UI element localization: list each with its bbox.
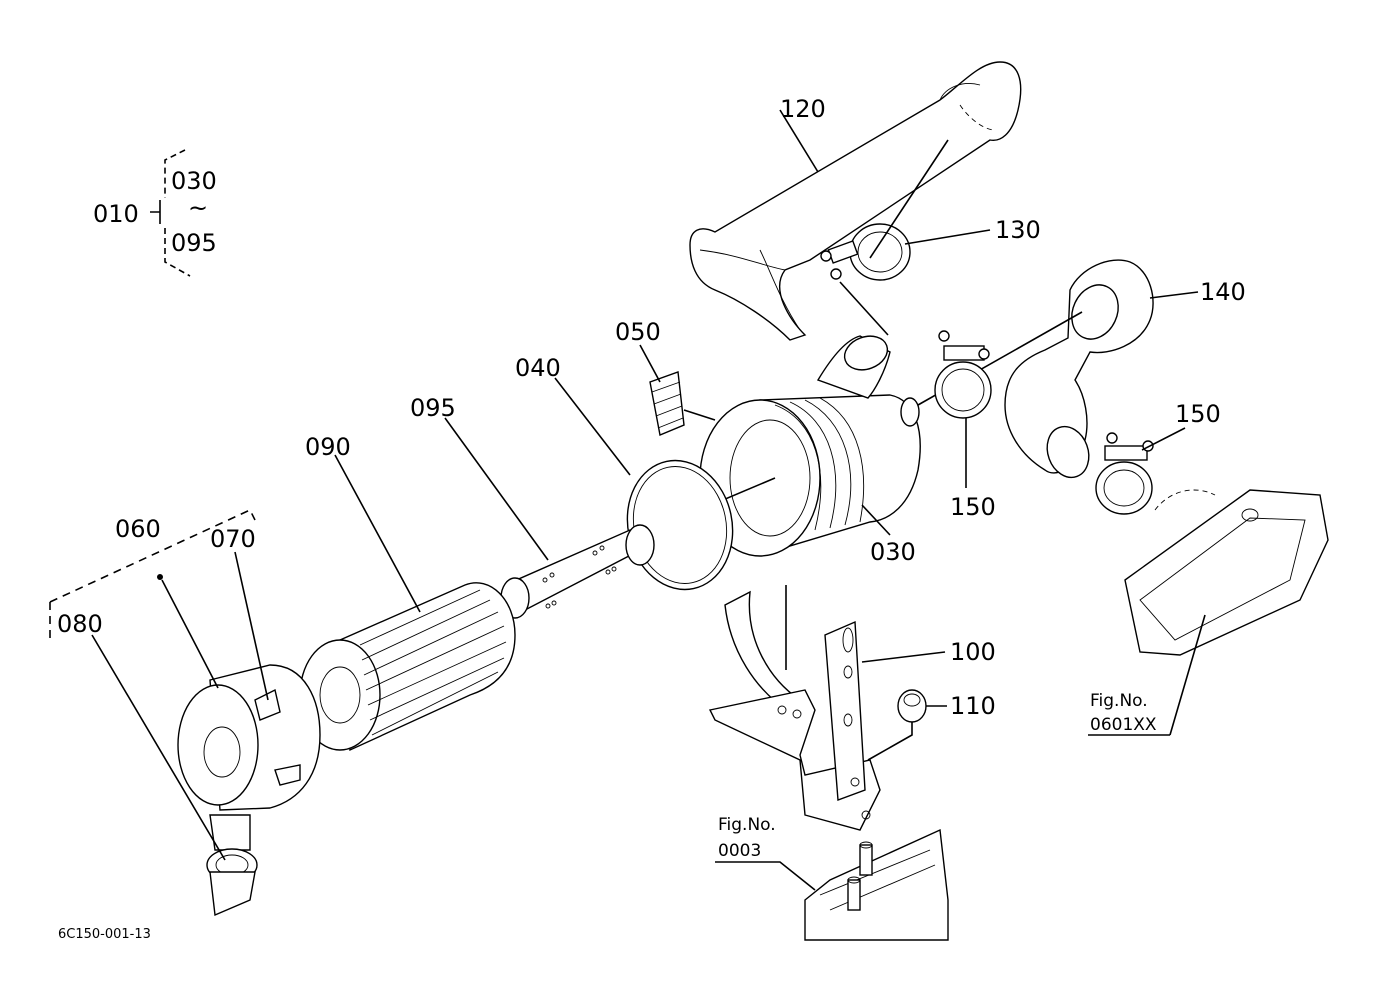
label-150-lower: 150 [950, 493, 996, 521]
safety-element-095 [500, 524, 655, 619]
leader-110-axis [867, 722, 913, 761]
hose-clamp-150-upper [934, 330, 992, 419]
hose-clamp-150-right [1095, 432, 1154, 515]
label-095: 095 [410, 394, 456, 422]
leader-130-axis-top [869, 139, 949, 259]
leader-070 [234, 551, 269, 701]
drawing-code: 6C150-001-13 [58, 927, 151, 942]
leader-090 [334, 454, 421, 613]
label-080: 080 [57, 610, 103, 638]
leader-130 [904, 229, 991, 245]
label-140: 140 [1200, 278, 1246, 306]
leader-095 [444, 417, 549, 561]
label-070: 070 [210, 525, 256, 553]
leader-150-right [1141, 427, 1186, 451]
label-120: 120 [780, 95, 826, 123]
leader-130-axis [839, 281, 889, 336]
assembly-bracket-010 [150, 149, 191, 277]
leader-140 [1149, 291, 1199, 299]
label-130: 130 [995, 216, 1041, 244]
leader-100 [861, 651, 946, 663]
group-line-060 [49, 508, 256, 603]
dust-cover-060 [177, 664, 321, 851]
label-040: 040 [515, 354, 561, 382]
engine-block-0003 [804, 828, 949, 941]
hose-clamp-130 [820, 223, 911, 281]
leader-fig-0601xx [1169, 614, 1206, 736]
leader-030 [861, 504, 891, 536]
leader-fig-0003 [715, 861, 816, 891]
label-100: 100 [950, 638, 996, 666]
air-cleaner-body-030 [699, 335, 921, 557]
filter-element-090 [299, 582, 516, 752]
fig-ref-right-num: 0601XX [1090, 715, 1157, 735]
label-050: 050 [615, 318, 661, 346]
label-010: 010 [93, 200, 139, 228]
intake-pipe-120 [689, 61, 1022, 341]
label-090: 090 [305, 433, 351, 461]
leader-080 [91, 634, 226, 861]
label-095-range-end: 095 [171, 229, 217, 257]
flange-nut-110 [897, 689, 927, 723]
label-060: 060 [115, 515, 161, 543]
fig-ref-right-title: Fig.No. [1090, 691, 1148, 711]
clip-070 [254, 688, 281, 721]
evacuator-valve-080 [206, 848, 258, 917]
manifold-0601xx [1124, 489, 1329, 656]
leader-050-b [683, 409, 716, 421]
leader-040 [554, 377, 631, 476]
label-110: 110 [950, 692, 996, 720]
label-150-right: 150 [1175, 400, 1221, 428]
label-030: 030 [870, 538, 916, 566]
o-ring-040 [626, 459, 734, 591]
leader-050 [639, 344, 661, 383]
leader-120 [779, 109, 819, 173]
sticker-050 [649, 371, 685, 436]
elbow-hose-140 [1004, 259, 1154, 479]
mounting-bracket-100 [708, 590, 881, 831]
fig-ref-bottom-num: 0003 [718, 841, 761, 861]
group-dot [157, 574, 163, 580]
label-tilde: ~ [188, 194, 208, 222]
fig-ref-bottom-title: Fig.No. [718, 815, 776, 835]
leader-060 [161, 579, 219, 689]
label-030-range-start: 030 [171, 167, 217, 195]
